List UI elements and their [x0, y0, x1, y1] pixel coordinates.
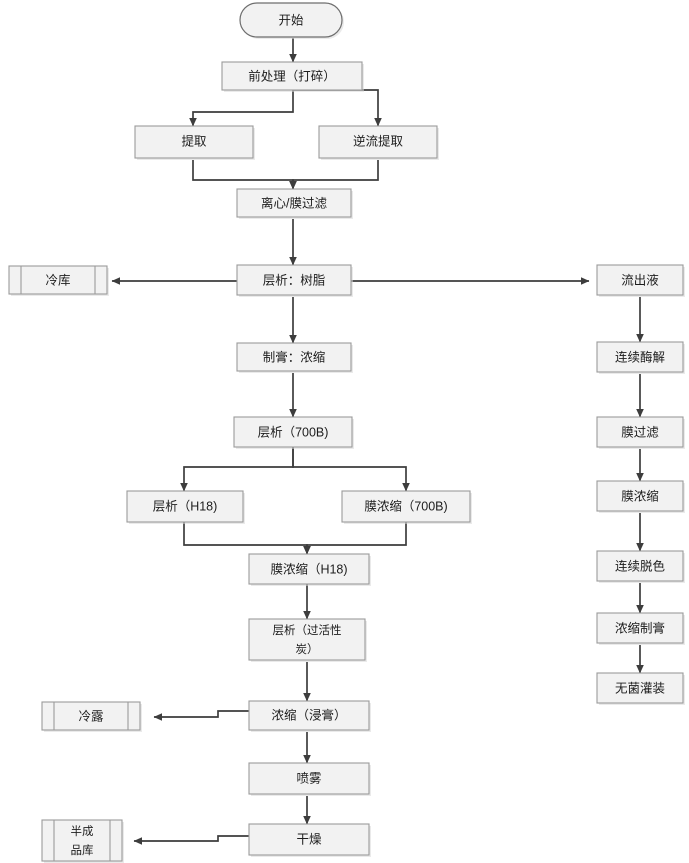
- node-cold-storage-label: 冷库: [45, 272, 70, 287]
- node-chromatography-h18[interactable]: 层析（H18): [126, 490, 245, 524]
- node-membrane-concentration[interactable]: 膜浓缩: [596, 480, 685, 513]
- node-concentration-extractum[interactable]: 浓缩（浸膏）: [248, 700, 371, 732]
- node-effluent-label: 流出液: [621, 272, 659, 287]
- node-concentrated-paste[interactable]: 浓缩制膏: [596, 612, 685, 645]
- node-semi-finished-warehouse-label-line1: 半成: [71, 824, 94, 838]
- node-chromatography-activated-carbon-label-line2: 炭）: [296, 643, 319, 656]
- edge-conc-extract-to-colddew: [153, 710, 249, 721]
- node-counterflow-extraction[interactable]: 逆流提取: [318, 125, 439, 160]
- node-dry-label: 干燥: [296, 832, 322, 846]
- node-pretreatment[interactable]: 前处理（打碎）: [221, 61, 364, 92]
- node-membrane-concentration-label: 膜浓缩: [621, 488, 659, 503]
- node-dry[interactable]: 干燥: [248, 823, 371, 857]
- node-cold-dew[interactable]: 冷露: [41, 701, 142, 732]
- node-membrane-concentration-700b-label: 膜浓缩（700B): [364, 498, 447, 513]
- node-cold-storage[interactable]: 冷库: [8, 265, 109, 296]
- node-membrane-concentration-h18[interactable]: 膜浓缩（H18): [248, 553, 371, 586]
- node-membrane-concentration-700b[interactable]: 膜浓缩（700B): [341, 490, 472, 524]
- node-chromatography-activated-carbon[interactable]: 层析（过活性 炭）: [248, 618, 367, 662]
- node-continuous-enzymolysis[interactable]: 连续酶解: [596, 341, 685, 374]
- node-membrane-filtration[interactable]: 膜过滤: [596, 416, 685, 449]
- node-concentrated-paste-label: 浓缩制膏: [615, 620, 665, 635]
- node-semi-finished-warehouse-label-line2: 品库: [71, 843, 94, 857]
- node-effluent[interactable]: 流出液: [596, 264, 685, 297]
- node-chromatography-activated-carbon-label-line1: 层析（过活性: [273, 623, 342, 637]
- node-centrifuge-membrane-filter-label: 离心/膜过滤: [261, 195, 327, 210]
- node-spray-label: 喷雾: [296, 771, 322, 785]
- edge-dry-to-semi-warehouse: [133, 835, 249, 845]
- node-chromatography-resin[interactable]: 层析：树脂: [236, 264, 353, 297]
- node-aseptic-filling-label: 无菌灌装: [615, 681, 665, 695]
- node-membrane-filtration-label: 膜过滤: [621, 425, 659, 439]
- edge-memconc-700b-to-memconc-h18: [303, 522, 407, 555]
- node-continuous-decolorization-label: 连续脱色: [615, 558, 666, 573]
- node-concentration-extractum-label: 浓缩（浸膏）: [271, 707, 346, 722]
- edge-chrom-700b-to-chrom-h18: [180, 447, 294, 492]
- node-chromatography-700b-label: 层析（700B): [258, 425, 329, 439]
- edge-pretreat-to-extract: [189, 90, 294, 127]
- node-chromatography-resin-label: 层析：树脂: [263, 272, 326, 287]
- edge-layer: [111, 38, 644, 845]
- node-pretreatment-label: 前处理（打碎）: [248, 68, 336, 83]
- node-paste-concentrate-label: 制膏：浓缩: [263, 349, 326, 364]
- edge-chrom-h18-to-memconc-h18: [183, 522, 311, 555]
- node-spray[interactable]: 喷雾: [248, 762, 371, 796]
- node-continuous-decolorization[interactable]: 连续脱色: [596, 550, 685, 583]
- node-chromatography-700b[interactable]: 层析（700B): [233, 416, 354, 449]
- edge-chrom-700b-to-memconc-700b: [292, 447, 410, 492]
- node-chromatography-h18-label: 层析（H18): [153, 499, 218, 513]
- node-continuous-enzymolysis-label: 连续酶解: [615, 349, 665, 364]
- node-paste-concentrate[interactable]: 制膏：浓缩: [236, 342, 353, 373]
- node-start-label: 开始: [278, 13, 304, 27]
- node-counterflow-extraction-label: 逆流提取: [353, 133, 404, 148]
- node-start[interactable]: 开始: [239, 2, 344, 39]
- node-extraction-label: 提取: [181, 133, 207, 148]
- node-membrane-concentration-h18-label: 膜浓缩（H18): [270, 561, 347, 576]
- node-layer: 开始 前处理（打碎） 提取 逆流提取 离心/膜过滤: [8, 2, 685, 863]
- node-aseptic-filling[interactable]: 无菌灌装: [596, 672, 685, 705]
- edge-counterflow-to-centrifuge: [289, 160, 379, 190]
- node-extraction[interactable]: 提取: [134, 125, 255, 160]
- edge-pretreat-to-counterflow: [293, 89, 382, 127]
- node-semi-finished-warehouse[interactable]: 半成 品库: [41, 819, 124, 863]
- node-centrifuge-membrane-filter[interactable]: 离心/膜过滤: [236, 188, 353, 219]
- node-cold-dew-label: 冷露: [78, 709, 104, 723]
- edge-extract-to-centrifuge: [192, 160, 297, 190]
